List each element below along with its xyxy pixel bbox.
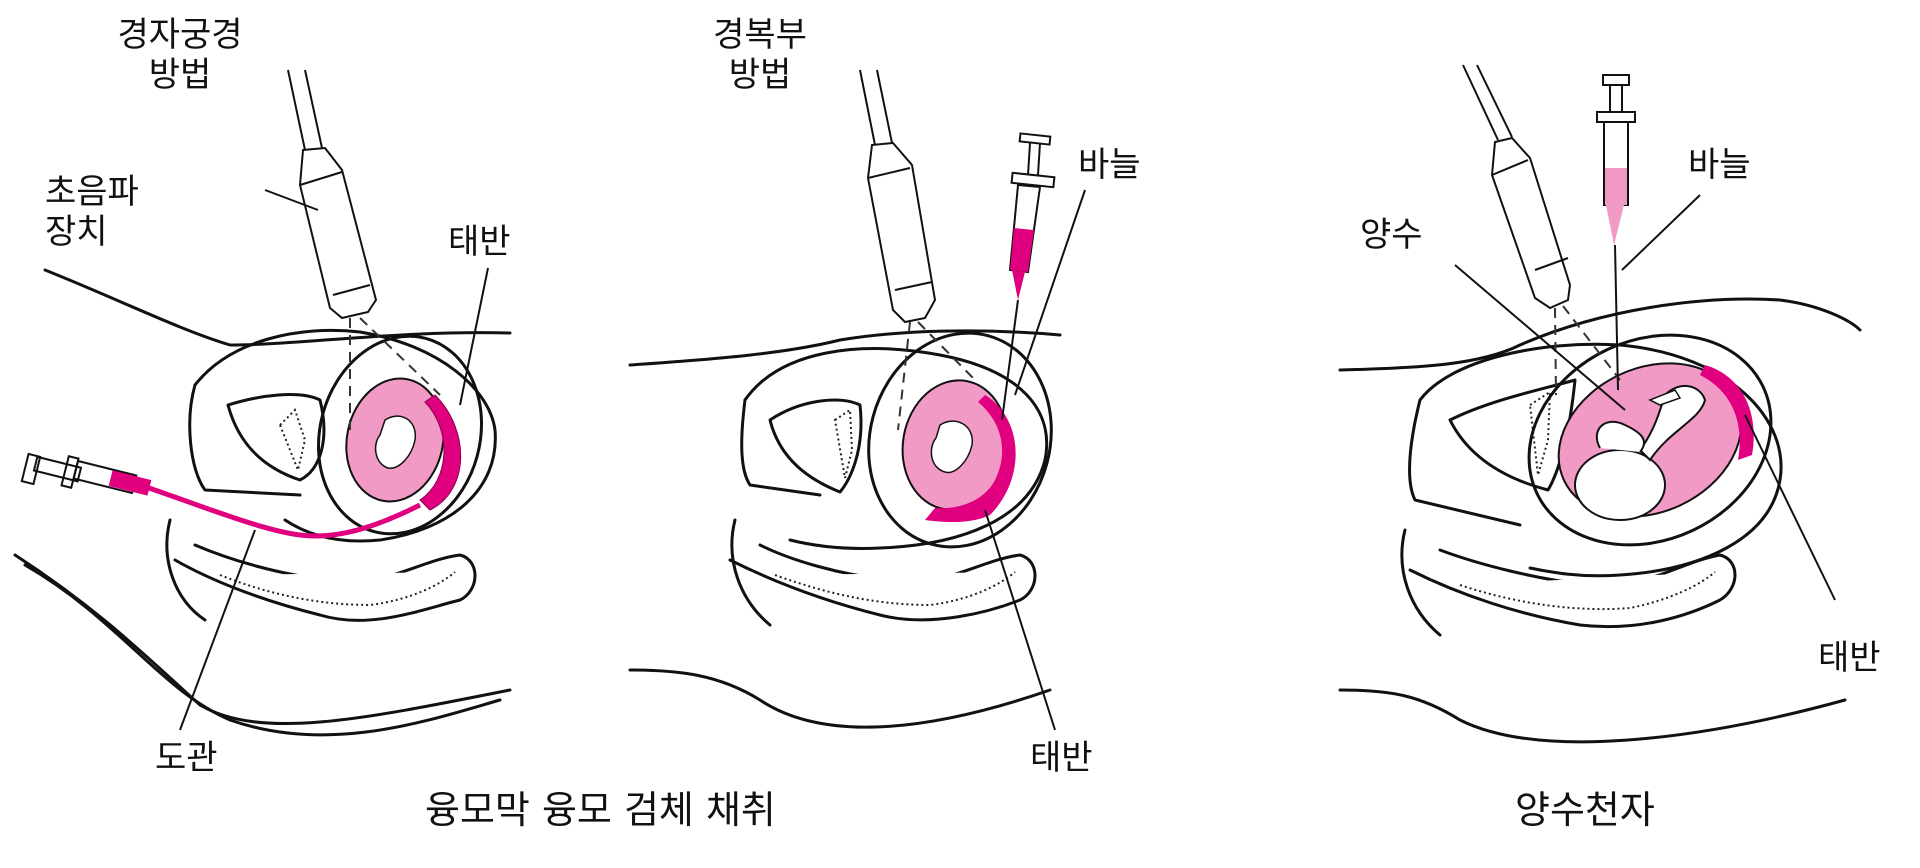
panel-transcervical-drawing <box>13 69 512 737</box>
panel1-title-line2: 방법 <box>148 55 212 95</box>
panel1-title-line1: 경자궁경 <box>117 15 243 55</box>
ultrasound-probe-3 <box>1462 64 1572 310</box>
label-placenta-1: 태반 <box>448 222 511 262</box>
label-amniotic-fluid: 양수 <box>1360 215 1423 255</box>
fetus <box>1574 385 1707 521</box>
label-placenta-2: 태반 <box>1030 738 1093 778</box>
label-catheter: 도관 <box>155 738 218 778</box>
placenta <box>419 394 462 511</box>
panel2-title-line2: 방법 <box>728 55 792 95</box>
label-ultrasound-line1: 초음파 <box>45 172 139 212</box>
label-needle-3: 바늘 <box>1688 145 1751 185</box>
label-ultrasound-device: 초음파 장치 <box>45 172 139 252</box>
label-placenta-3: 태반 <box>1818 638 1881 678</box>
syringe-catheter <box>20 452 152 496</box>
panel-transabdominal-drawing <box>628 69 1086 731</box>
syringe-needle-2 <box>1008 132 1056 300</box>
label-ultrasound-line2: 장치 <box>45 212 108 252</box>
ultrasound-probe-2 <box>859 69 937 324</box>
caption-amniocentesis: 양수천자 <box>1515 788 1655 832</box>
caption-cvs: 융모막 융모 검체 채취 <box>425 788 776 832</box>
ultrasound-probe-1 <box>287 69 378 320</box>
panel2-title: 경복부 방법 <box>695 15 825 95</box>
panel2-title-line1: 경복부 <box>713 15 807 55</box>
panel1-title: 경자궁경 방법 <box>95 15 265 95</box>
placenta <box>925 395 1016 523</box>
placenta <box>1700 365 1754 460</box>
panel-amniocentesis-drawing <box>1338 64 1862 744</box>
label-needle-2: 바늘 <box>1078 145 1141 185</box>
syringe-needle-3 <box>1596 74 1636 245</box>
